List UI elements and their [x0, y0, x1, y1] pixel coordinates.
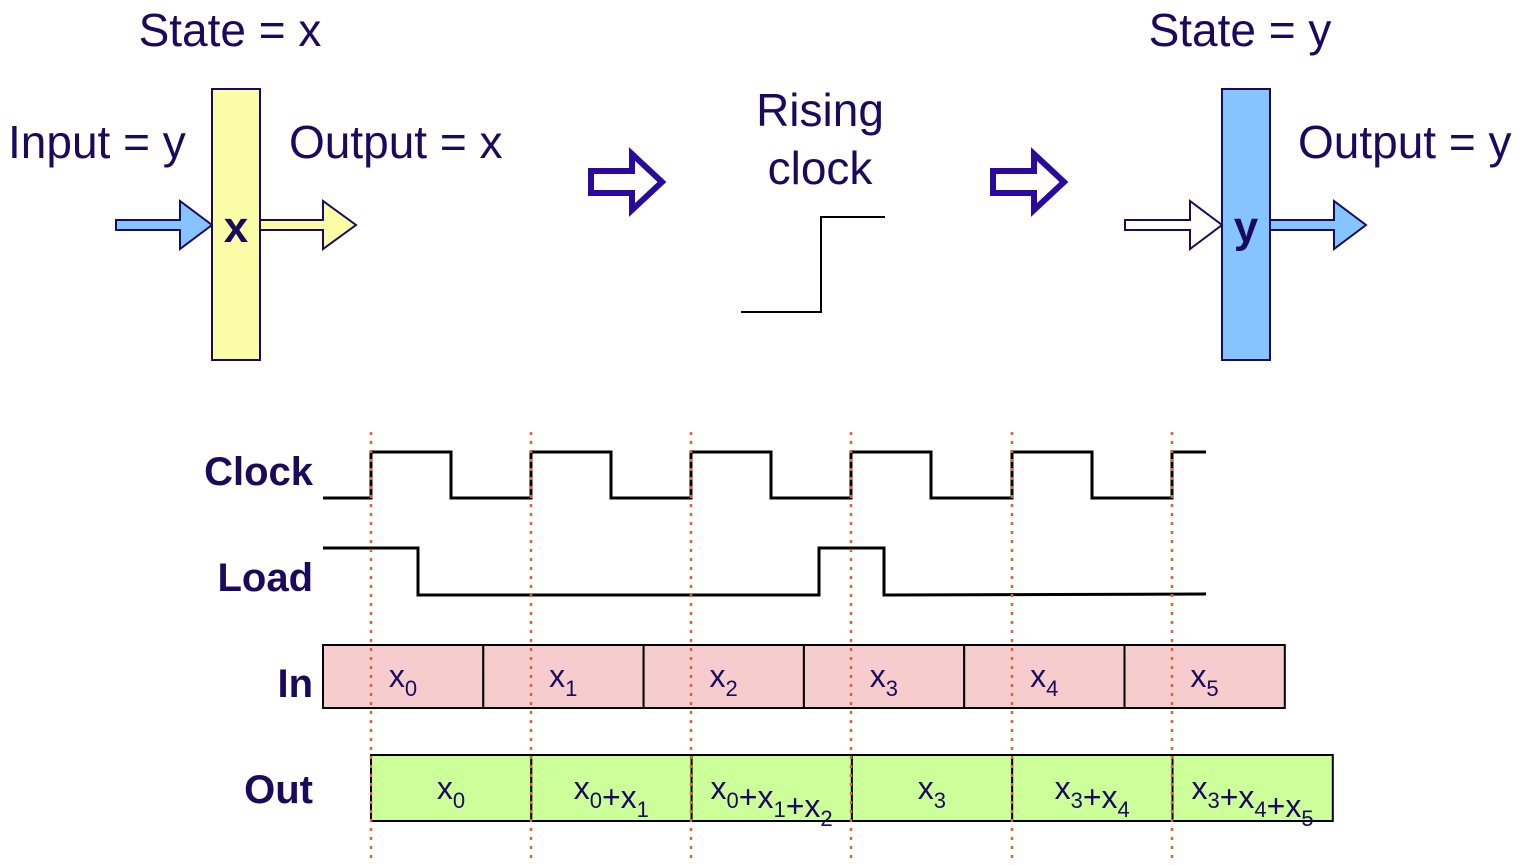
term-subscript: 0: [727, 788, 739, 813]
term-base: x: [918, 770, 934, 806]
load-signal-label: Load: [217, 556, 313, 600]
out-cell: [530, 754, 693, 822]
input-label: Input = y: [8, 116, 186, 168]
term-subscript: 5: [1206, 676, 1218, 701]
out-cell-value: x3+x4+x5: [1191, 770, 1313, 831]
term-subscript: 2: [725, 676, 737, 701]
rising-label: Rising: [756, 84, 884, 136]
term-base: +x: [602, 779, 637, 815]
term-base: x: [709, 658, 725, 694]
term-subscript: 3: [934, 788, 946, 813]
in-cell: [322, 644, 485, 709]
output-after-label: Output = y: [1298, 116, 1512, 168]
term-base: +x: [1267, 788, 1302, 824]
term-subscript: 5: [1301, 806, 1313, 831]
input-arrow-after: [1124, 199, 1224, 251]
term-base: +x: [1083, 779, 1118, 815]
out-signal-label: Out: [244, 768, 313, 812]
term-base: x: [549, 658, 565, 694]
term-base: x: [1055, 770, 1071, 806]
register-after: [1221, 88, 1271, 361]
term-subscript: 4: [1046, 676, 1058, 701]
term-subscript: 3: [886, 676, 898, 701]
term-subscript: 4: [1118, 797, 1130, 822]
clock-label: clock: [768, 142, 874, 194]
term-base: x: [1191, 770, 1207, 806]
term-subscript: 0: [453, 788, 465, 813]
term-base: +x: [739, 779, 774, 815]
term-base: x: [389, 658, 405, 694]
term-base: x: [1030, 658, 1046, 694]
out-cell-value: x3+x4: [1055, 770, 1130, 822]
clock-signal-label: Clock: [204, 450, 314, 494]
output-arrow-after: [1269, 199, 1368, 251]
register-after-value: y: [1234, 203, 1259, 252]
term-subscript: 1: [637, 797, 649, 822]
term-base: +x: [1220, 779, 1255, 815]
term-base: x: [711, 770, 727, 806]
term-subscript: 3: [1071, 788, 1083, 813]
term-subscript: 0: [405, 676, 417, 701]
term-subscript: 1: [565, 676, 577, 701]
register-before: [211, 88, 261, 361]
state-after-label: State = y: [1149, 4, 1332, 56]
in-cell-value: x1: [549, 658, 577, 701]
in-cell: [1123, 644, 1286, 709]
output-before-label: Output = x: [289, 116, 503, 168]
state-before-label: State = x: [139, 4, 322, 56]
out-cell-value: x3: [918, 770, 946, 813]
in-cell: [482, 644, 645, 709]
out-cell-value: x0+x1+x2: [711, 770, 833, 831]
term-base: x: [437, 770, 453, 806]
in-cell: [802, 644, 966, 709]
term-subscript: 4: [1254, 797, 1266, 822]
transition-arrow-left: [588, 147, 667, 217]
term-subscript: 2: [820, 806, 832, 831]
in-cell-value: x5: [1190, 658, 1218, 701]
term-base: x: [574, 770, 590, 806]
in-cell-value: x2: [709, 658, 737, 701]
register-before-value: x: [224, 203, 249, 252]
out-cell-value: x0: [437, 770, 465, 813]
term-subscript: 0: [590, 788, 602, 813]
load-waveform: [323, 546, 1207, 597]
out-cell-value: x0+x1: [574, 770, 649, 822]
out-cell: [850, 754, 1014, 822]
in-cell: [963, 644, 1126, 709]
clock-waveform: [323, 450, 1206, 500]
term-base: x: [1190, 658, 1206, 694]
rising-edge-icon: [741, 216, 885, 313]
term-base: +x: [786, 788, 821, 824]
transition-arrow-right: [990, 147, 1069, 217]
in-cell-value: x0: [389, 658, 417, 701]
in-signal-label: In: [277, 662, 313, 706]
in-cell: [642, 644, 805, 709]
out-cell: [690, 754, 853, 822]
out-cell: [1171, 754, 1334, 822]
in-cell-value: x4: [1030, 658, 1058, 701]
term-subscript: 3: [1207, 788, 1219, 813]
term-base: x: [870, 658, 886, 694]
input-arrow: [115, 199, 214, 251]
output-arrow-before: [259, 199, 358, 251]
term-subscript: 1: [773, 797, 785, 822]
in-cell-value: x3: [870, 658, 898, 701]
